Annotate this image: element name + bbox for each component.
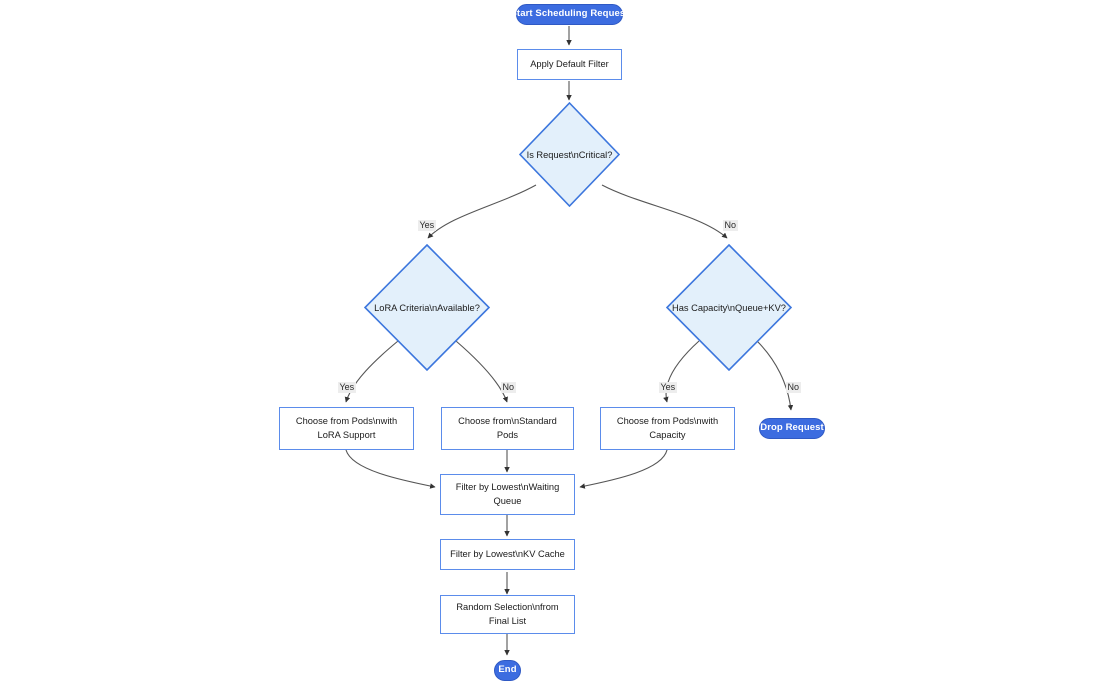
node-choose-lora-pods[interactable]: Choose from Pods\nwith LoRA Support <box>279 407 414 450</box>
node-random-selection-label-line1: Random Selection\nfrom <box>456 602 559 612</box>
node-choose-capacity-pods-label-line1: Choose from Pods\nwith <box>616 416 719 426</box>
node-is-request-critical[interactable]: Is Request\nCritical? <box>519 102 620 207</box>
edge-label-capacity-yes: Yes <box>659 382 677 393</box>
node-filter-waiting-queue[interactable]: Filter by Lowest\nWaiting Queue <box>440 474 575 515</box>
node-end[interactable]: End <box>494 660 521 681</box>
node-choose-standard-pods-label-line1: Choose from\nStandard <box>458 416 557 426</box>
node-drop-request-label: Drop Request <box>760 422 824 434</box>
node-start-label: Start Scheduling Request <box>510 8 629 20</box>
node-filter-waiting-queue-label-line1: Filter by Lowest\nWaiting <box>455 482 560 492</box>
node-drop-request[interactable]: Drop Request <box>759 418 825 439</box>
node-filter-kv-cache[interactable]: Filter by Lowest\nKV Cache <box>440 539 575 570</box>
diamond-shape-has-capacity <box>666 244 792 371</box>
node-filter-kv-cache-label: Filter by Lowest\nKV Cache <box>450 548 565 559</box>
node-is-request-critical-label: Is Request\nCritical? <box>526 149 613 160</box>
node-apply-default-filter-label: Apply Default Filter <box>530 58 609 69</box>
node-choose-standard-pods[interactable]: Choose from\nStandard Pods <box>441 407 574 450</box>
node-choose-standard-pods-label-line2: Pods <box>496 429 519 440</box>
edge-label-lora-no: No <box>501 382 516 393</box>
node-choose-lora-pods-label-line1: Choose from Pods\nwith <box>295 416 398 426</box>
edge-label-lora-yes: Yes <box>338 382 356 393</box>
node-random-selection[interactable]: Random Selection\nfrom Final List <box>440 595 575 634</box>
node-has-capacity[interactable]: Has Capacity\nQueue+KV? <box>666 244 792 371</box>
node-end-label: End <box>498 664 517 676</box>
node-lora-criteria-available-label: LoRA Criteria\nAvailable? <box>374 302 480 313</box>
edge-label-critical-yes: Yes <box>418 220 436 231</box>
edge-label-critical-no: No <box>723 220 738 231</box>
edge-choose-lora-to-filter-queue <box>345 449 436 489</box>
diamond-shape-lora-criteria <box>364 244 490 371</box>
edge-label-capacity-no: No <box>786 382 801 393</box>
node-lora-criteria-available[interactable]: LoRA Criteria\nAvailable? <box>364 244 490 371</box>
node-apply-default-filter[interactable]: Apply Default Filter <box>517 49 622 80</box>
node-random-selection-label-line2: Final List <box>488 615 527 626</box>
edge-critical-no-to-capacity <box>601 184 728 239</box>
node-start[interactable]: Start Scheduling Request <box>511 4 628 25</box>
node-filter-waiting-queue-label-line2: Queue <box>493 495 522 506</box>
node-choose-lora-pods-label-line2: LoRA Support <box>317 429 376 440</box>
node-has-capacity-label: Has Capacity\nQueue+KV? <box>672 302 786 313</box>
edge-choose-capacity-to-filter-queue <box>579 449 668 489</box>
node-choose-capacity-pods-label-line2: Capacity <box>649 429 686 440</box>
node-choose-capacity-pods[interactable]: Choose from Pods\nwith Capacity <box>600 407 735 450</box>
diamond-shape-is-request-critical <box>519 102 620 207</box>
